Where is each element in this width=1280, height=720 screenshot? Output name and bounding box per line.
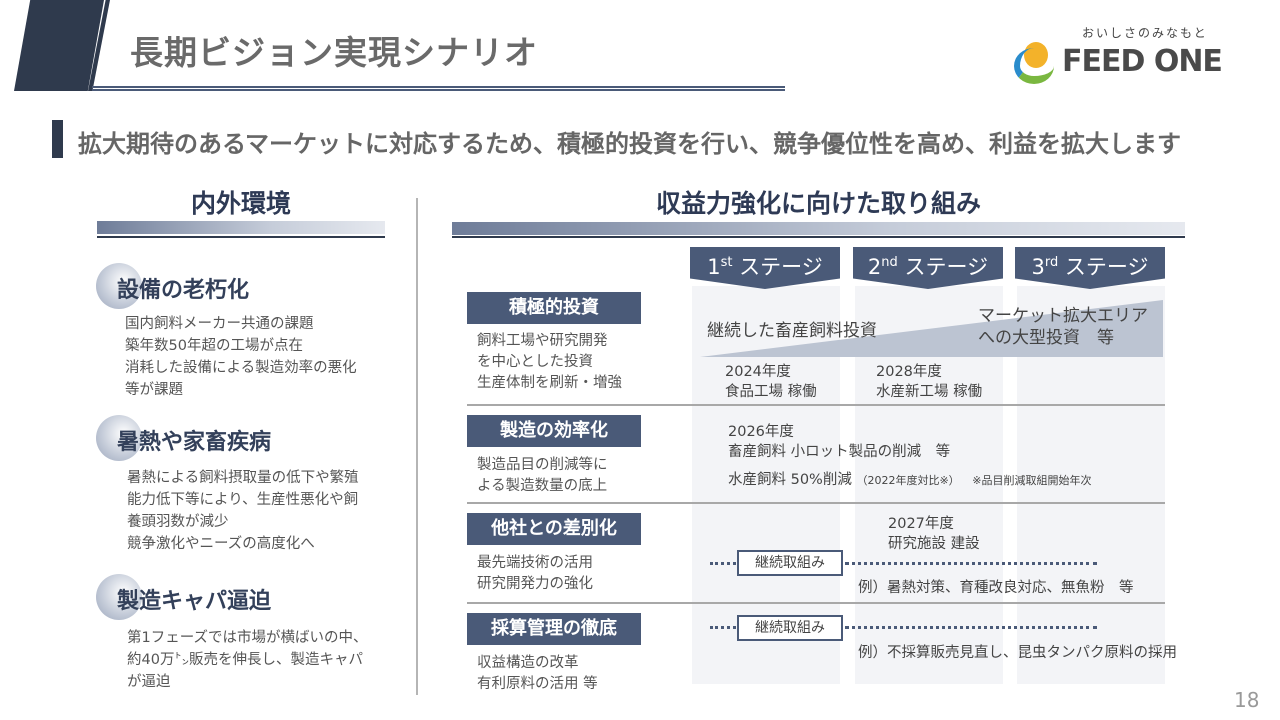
- text-line: マーケット拡大エリア: [978, 306, 1148, 326]
- wedge-left-label: 継続した畜産飼料投資: [707, 321, 877, 341]
- category-efficiency: 製造の効率化: [467, 415, 641, 447]
- stage-2-header: 2nd ステージ: [853, 247, 1003, 289]
- page-title: 長期ビジョン実現シナリオ: [130, 33, 538, 72]
- row-separator: [467, 502, 1165, 504]
- logo-tagline: おいしさのみなもと: [1082, 26, 1208, 40]
- efficiency-note: （2022年度対比※）: [856, 474, 960, 487]
- efficiency-line1: 畜産飼料 小ロット製品の削減 等: [728, 444, 951, 460]
- env-item-text: 国内飼料メーカー共通の課題築年数50年超の工場が点在消耗した設備による製造効率の…: [125, 313, 357, 401]
- category-investment: 積極的投資: [467, 292, 641, 324]
- efficiency-footnote: ※品目削減取組開始年次: [972, 474, 1092, 487]
- text-line: 競争激化やニーズの高度化へ: [127, 536, 315, 552]
- bullet-circle: [96, 574, 142, 620]
- stage-ordinal: nd: [881, 255, 898, 270]
- logo-mark-icon: [1014, 40, 1054, 84]
- env-item-title: 暑熱や家畜疾病: [117, 430, 272, 455]
- continuation-dots: [845, 562, 1097, 565]
- stage-ordinal: st: [720, 255, 733, 270]
- continuation-dots: [710, 562, 736, 565]
- text-line: 最先端技術の活用: [477, 555, 593, 571]
- milestone-2024: 2024年度食品工場 稼働: [725, 362, 817, 402]
- milestone-year: 2028年度: [876, 364, 942, 380]
- stage-label: ステージ: [1064, 255, 1149, 279]
- text-line: 暑熱による飼料摂取量の低下や繁殖: [127, 470, 359, 486]
- left-heading-bar: [97, 221, 385, 234]
- stage-label: ステージ: [904, 255, 989, 279]
- wedge-right-label: マーケット拡大エリアへの大型投資 等: [978, 305, 1148, 349]
- text-line: 約40万㌧販売を伸長し、製造キャパ: [127, 652, 363, 668]
- text-line: 収益構造の改革: [477, 655, 579, 671]
- left-heading-line: [97, 236, 385, 238]
- stage-num: 3: [1031, 255, 1045, 279]
- category-text: 飼料工場や研究開発を中心とした投資生産体制を刷新・増強: [477, 331, 622, 394]
- env-item-text: 暑熱による飼料摂取量の低下や繁殖能力低下等により、生産性悪化や飼養頭羽数が減少競…: [127, 467, 359, 555]
- milestone-text: 研究施設 建設: [888, 536, 980, 552]
- category-profit: 採算管理の徹底: [467, 613, 641, 645]
- category-text: 製造品目の削減等による製造数量の底上: [477, 455, 608, 497]
- category-text: 収益構造の改革有利原料の活用 等: [477, 653, 598, 695]
- continuation-label: 継続取組み: [737, 550, 843, 576]
- subtitle: 拡大期待のあるマーケットに対応するため、積極的投資を行い、競争優位性を高め、利益…: [78, 130, 1182, 158]
- bullet-circle: [96, 415, 142, 461]
- env-item-title: 製造キャパ逼迫: [117, 589, 272, 614]
- env-item-title: 設備の老朽化: [117, 278, 250, 303]
- text-line: 国内飼料メーカー共通の課題: [125, 316, 314, 332]
- continuation-label: 継続取組み: [737, 615, 843, 641]
- page-number: 18: [1234, 688, 1260, 712]
- continuation-dots: [710, 626, 736, 629]
- milestone-text: 水産新工場 稼働: [876, 384, 983, 400]
- text-line: よる製造数量の底上: [477, 478, 608, 494]
- text-line: 能力低下等により、生産性悪化や飼: [127, 492, 359, 508]
- milestone-text: 食品工場 稼働: [725, 384, 817, 400]
- text-line: 築年数50年超の工場が点在: [125, 338, 303, 354]
- efficiency-year: 2026年度: [728, 424, 794, 440]
- right-heading: 収益力強化に向けた取り組み: [655, 189, 981, 218]
- stage-num: 1: [707, 255, 721, 279]
- row-separator: [467, 602, 1165, 604]
- milestone-2027: 2027年度研究施設 建設: [888, 514, 980, 554]
- text-line: 製造品目の削減等に: [477, 457, 608, 473]
- efficiency-line2: 水産飼料 50%削減 （2022年度対比※） ※品目削減取組開始年次: [728, 470, 1092, 491]
- milestone-2028: 2028年度水産新工場 稼働: [876, 362, 982, 402]
- milestone-year: 2024年度: [725, 364, 791, 380]
- text-line: 第1フェーズでは市場が横ばいの中、: [127, 630, 368, 646]
- efficiency-reduction: 水産飼料 50%削減: [728, 472, 852, 488]
- differentiation-example: 例）暑熱対策、育種改良対応、無魚粉 等: [858, 580, 1134, 596]
- text-line: 生産体制を刷新・増強: [477, 375, 622, 391]
- stage-label: ステージ: [739, 255, 823, 279]
- stage-ordinal: rd: [1044, 255, 1059, 270]
- right-heading-bar: [452, 222, 1185, 235]
- logo: おいしさのみなもと FEED ONE: [1012, 24, 1242, 86]
- stage-1-header: 1st ステージ: [690, 247, 840, 289]
- header-decoration: [14, 0, 104, 91]
- logo-name: FEED ONE: [1062, 44, 1223, 79]
- stage-3-header: 3rd ステージ: [1015, 247, 1165, 289]
- profit-example: 例）不採算販売見直し、昆虫タンパク原料の採用: [858, 645, 1177, 661]
- env-item-text: 第1フェーズでは市場が横ばいの中、約40万㌧販売を伸長し、製造キャパが逼迫: [127, 627, 368, 693]
- column-divider: [416, 198, 418, 695]
- row-separator: [467, 404, 1165, 406]
- text-line: 等が課題: [125, 382, 183, 398]
- text-line: 消耗した設備による製造効率の悪化: [125, 360, 357, 376]
- text-line: への大型投資 等: [978, 328, 1114, 348]
- category-differentiation: 他社との差別化: [467, 513, 641, 545]
- stage-num: 2: [867, 255, 882, 279]
- text-line: 飼料工場や研究開発: [477, 333, 608, 349]
- text-line: が逼迫: [127, 674, 171, 690]
- continuation-dots: [845, 626, 1097, 629]
- text-line: 研究開発力の強化: [477, 576, 593, 592]
- text-line: を中心とした投資: [477, 354, 593, 370]
- left-heading: 内外環境: [190, 189, 291, 218]
- category-text: 最先端技術の活用研究開発力の強化: [477, 553, 593, 595]
- subtitle-marker: [52, 120, 63, 158]
- right-heading-line: [452, 236, 1185, 238]
- text-line: 有利原料の活用 等: [477, 676, 598, 692]
- milestone-year: 2027年度: [888, 516, 954, 532]
- bullet-circle: [96, 263, 142, 309]
- text-line: 養頭羽数が減少: [127, 514, 229, 530]
- title-underline: [92, 86, 785, 91]
